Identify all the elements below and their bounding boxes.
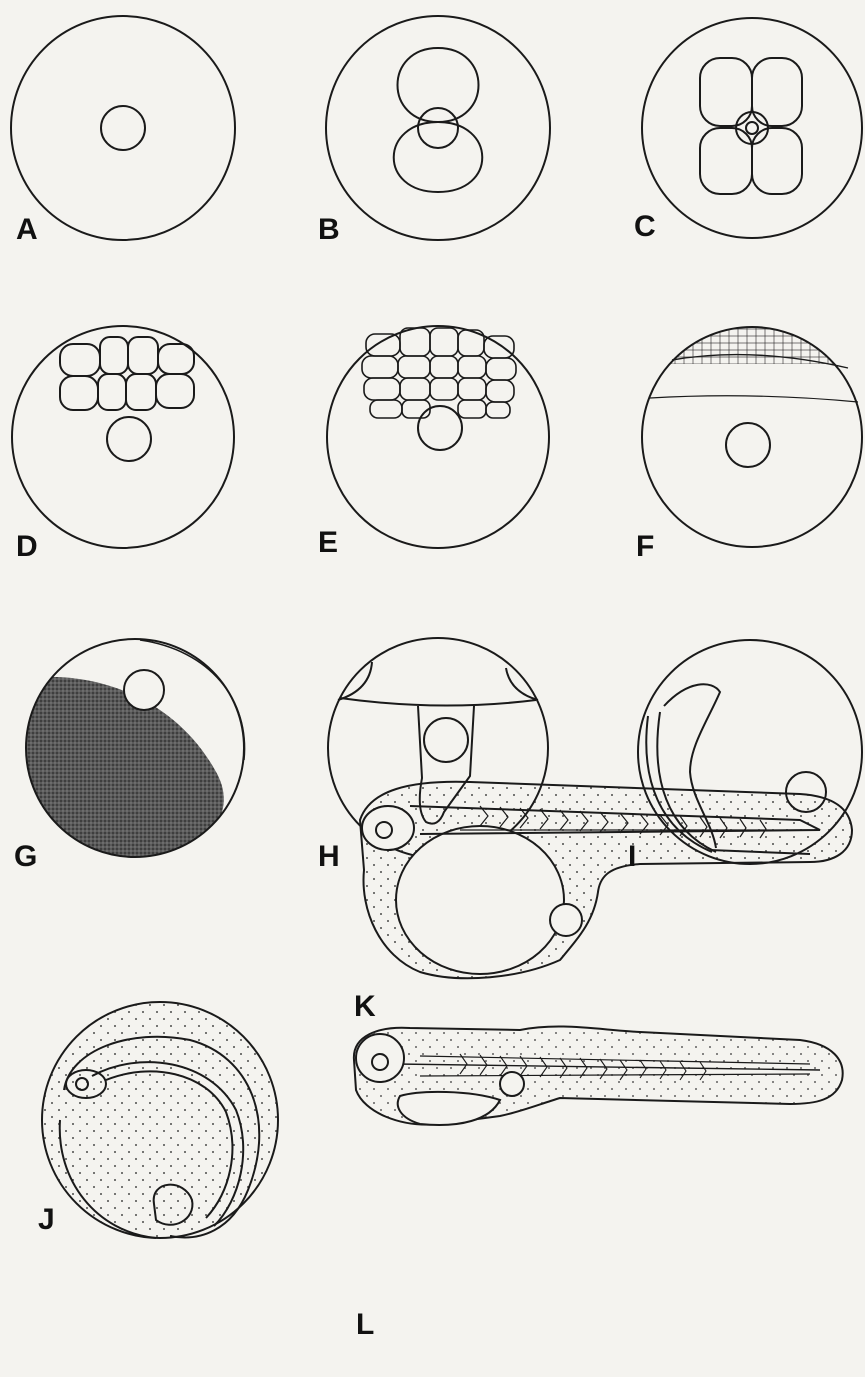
embryo-stage-f: [640, 320, 865, 547]
embryo-stage-b: [326, 16, 550, 240]
panel-label-a: A: [16, 215, 38, 245]
embryo-stage-c: [642, 18, 862, 238]
embryo-stage-j: [42, 1002, 278, 1238]
embryo-stage-g: [20, 639, 245, 861]
embryo-stage-e: [327, 326, 549, 548]
panel-label-i: I: [628, 842, 636, 872]
panel-label-c: C: [634, 212, 656, 242]
panel-label-h: H: [318, 842, 340, 872]
embryo-stage-d: [12, 326, 234, 548]
panel-label-f: F: [636, 532, 654, 562]
panel-label-d: D: [16, 532, 38, 562]
panel-label-e: E: [318, 528, 338, 558]
panel-label-k: K: [354, 992, 376, 1022]
panel-label-l: L: [356, 1310, 374, 1340]
embryo-stage-k: [360, 782, 852, 978]
panel-label-j: J: [38, 1205, 55, 1235]
panel-label-b: B: [318, 215, 340, 245]
embryo-stage-a: [11, 16, 235, 240]
panel-label-g: G: [14, 842, 37, 872]
embryo-stage-l: [354, 1027, 843, 1125]
